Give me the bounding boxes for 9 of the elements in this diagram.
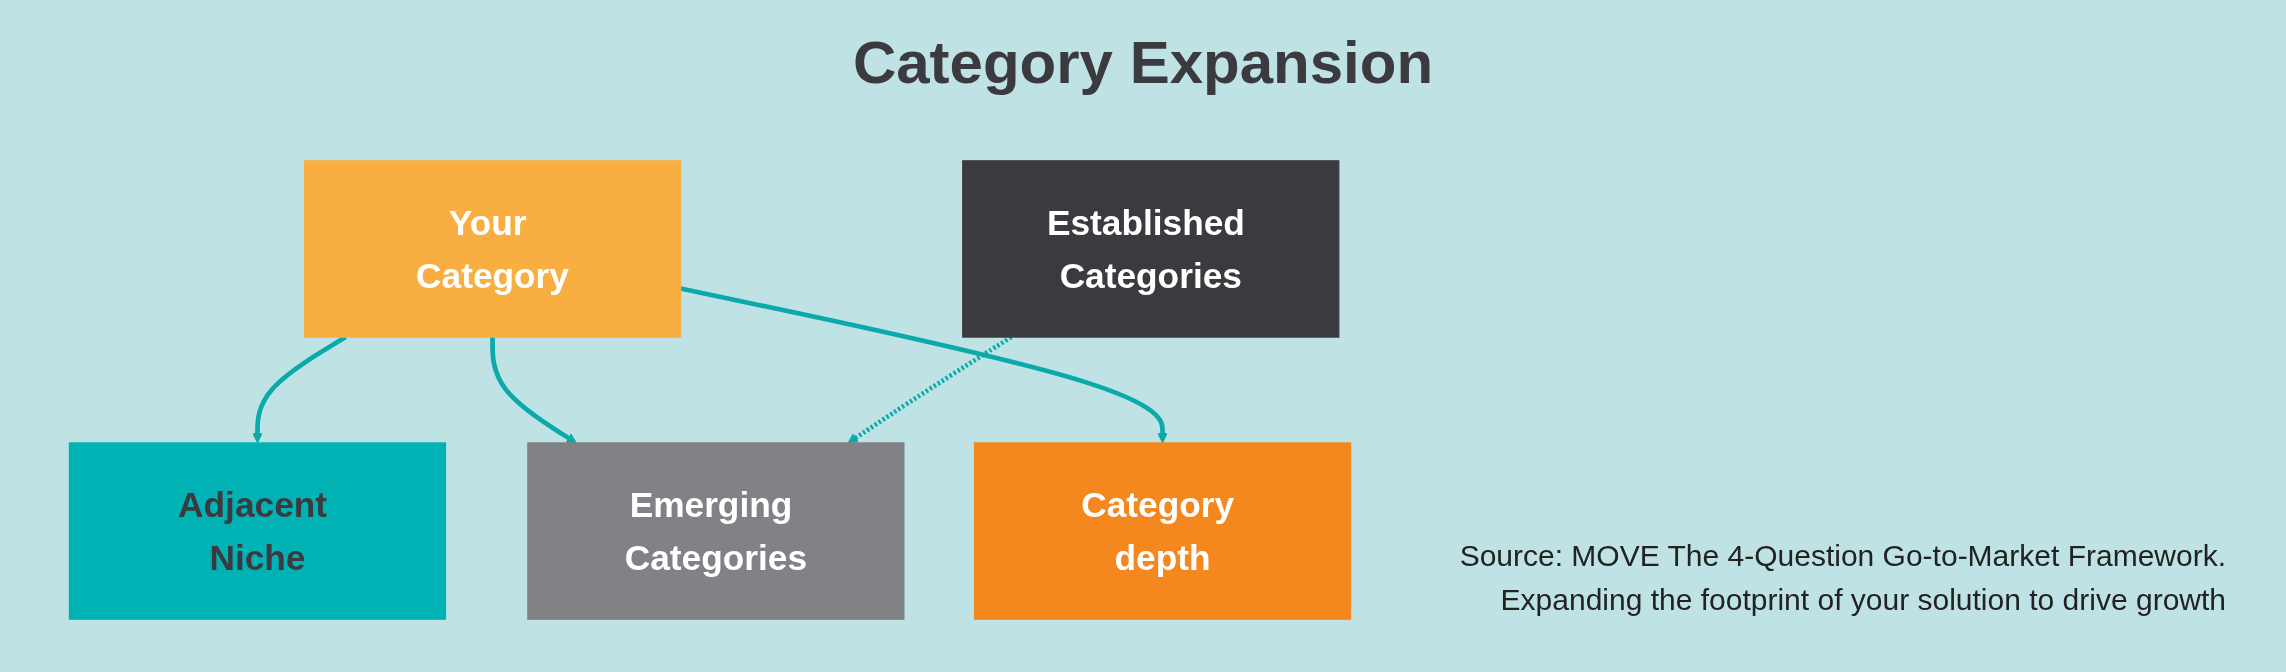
node-box: Category depth — [973, 442, 1352, 620]
node-box: Established Categories — [962, 160, 1340, 338]
source-caption: Source: MOVE The 4-Question Go-to-Market Framework. Expanding the footprint of your solution to drive growth — [1458, 538, 2226, 618]
diagram-title: Category Expansion — [851, 28, 1435, 97]
node-box: Emerging Categories — [527, 442, 905, 620]
arrow — [680, 286, 1168, 444]
node-box: Adjacent Niche — [68, 442, 447, 620]
arrow — [490, 337, 577, 444]
node-box: Your Category — [303, 160, 682, 338]
